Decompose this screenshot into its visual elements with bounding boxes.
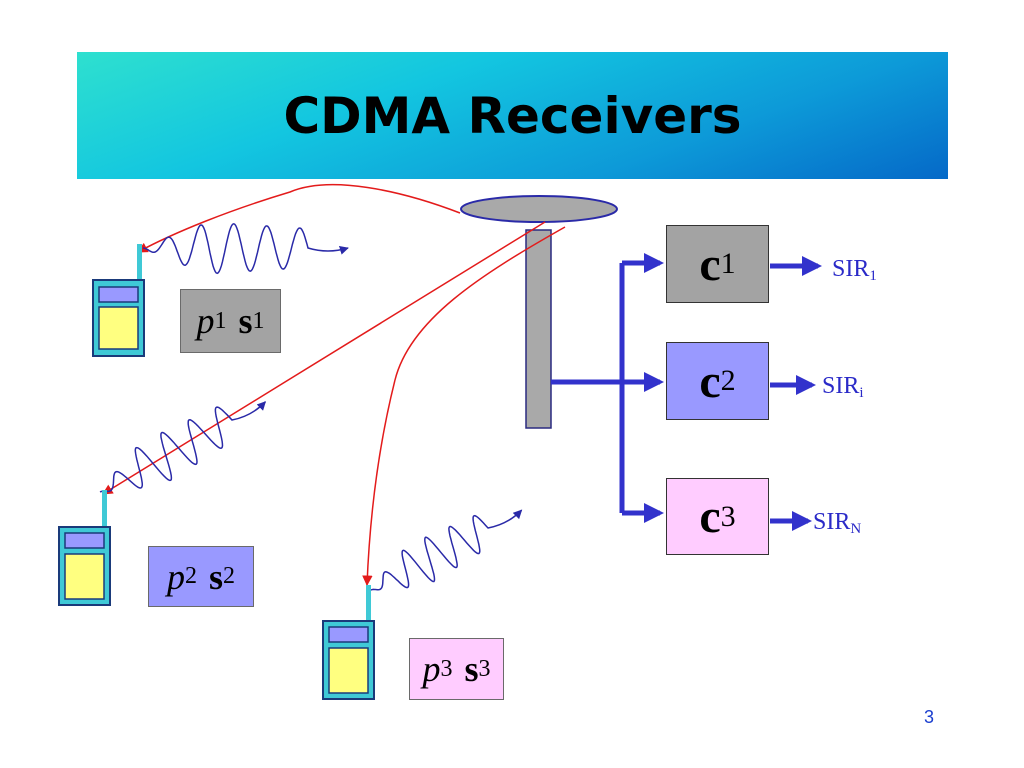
sir-n-text: SIR [813,509,851,535]
sir-output-arrows [770,256,822,531]
wave-2 [99,401,267,493]
sir-i-text: SIR [822,373,860,399]
receiver-3-index: 3 [720,499,736,533]
user-3-power-index: 3 [440,655,453,682]
sir-n-index: N [850,521,862,537]
sir-label-n: SIRN [813,509,861,538]
wave-3 [370,509,523,591]
receiver-1-index: 1 [720,247,736,280]
phone-icon [322,585,375,700]
user-3-power: p [422,649,441,689]
signal-paths [102,183,566,587]
receiver-2-index: 2 [720,364,736,397]
title-bar: CDMA Receivers [77,52,948,179]
user-3-signature-index: 3 [478,655,491,682]
base-station-antenna-icon [460,195,618,429]
user-1-power-index: 1 [214,307,227,334]
transmit-waves [99,222,523,591]
page-number: 3 [924,707,935,727]
user-1-power: p [196,301,215,341]
user-2-power-index: 2 [184,563,197,589]
user-1-signature: s [238,301,253,341]
phone-icon [92,244,145,357]
receiver-3-filter: c [699,490,721,543]
user-1-signature-index: 1 [252,307,265,334]
user-2-power: p [166,556,185,597]
sir-label-i: SIRi [822,373,864,402]
sir-1-index: 1 [869,268,877,284]
user-2-signature-index: 2 [223,563,235,589]
receiver-2-filter: c [699,354,721,408]
phone-icon [58,490,111,606]
slide-title: CDMA Receivers [283,86,742,145]
receiver-1-filter: c [699,237,721,291]
sir-1-text: SIR [832,256,870,282]
user-3-signature: s [464,649,479,689]
sir-label-1: SIR1 [832,256,877,285]
sir-i-index: i [859,385,864,401]
wave-1 [142,222,349,275]
user-2-signature: s [208,556,223,597]
receiver-bus [551,253,664,523]
